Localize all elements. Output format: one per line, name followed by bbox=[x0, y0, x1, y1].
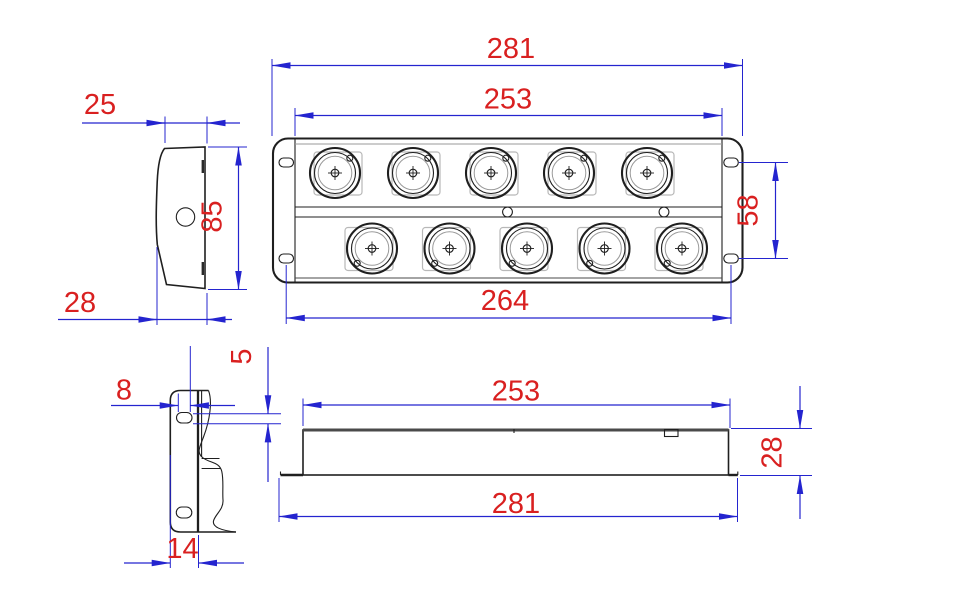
dim-label-front-inner-width: 253 bbox=[484, 84, 532, 116]
mounting-slot bbox=[723, 253, 739, 264]
bottom-tab bbox=[663, 428, 679, 438]
lamp-unit bbox=[653, 222, 709, 275]
dim-label-side-bottom-width: 28 bbox=[64, 287, 96, 319]
dim-label-bottom-height: 28 bbox=[757, 436, 789, 468]
mounting-slot bbox=[723, 157, 739, 168]
dim-front-slot-vertical-span: 58 bbox=[733, 162, 788, 259]
dim-side-bottom-width: 28 bbox=[58, 247, 232, 325]
dim-label-front-slot-span: 264 bbox=[481, 285, 529, 317]
lamp-unit bbox=[308, 146, 364, 200]
bracket-break-line bbox=[198, 390, 237, 533]
side-view: 25 85 28 bbox=[58, 89, 247, 325]
dim-front-slot-span: 264 bbox=[285, 265, 732, 324]
front-panel-outline bbox=[271, 137, 744, 284]
side-view-hole bbox=[175, 207, 196, 227]
dim-bracket-slot-height: 5 bbox=[193, 347, 281, 482]
edge-tick bbox=[201, 160, 204, 173]
lamp-unit bbox=[386, 146, 442, 200]
lamp-unit bbox=[620, 146, 676, 200]
dim-label-bracket-slot-length: 8 bbox=[116, 375, 132, 407]
dim-side-height: 85 bbox=[197, 146, 247, 290]
dim-label-front-slot-vertical-span: 58 bbox=[733, 194, 765, 226]
dim-label-front-overall-width: 281 bbox=[487, 33, 535, 65]
bracket-slot bbox=[175, 506, 193, 519]
lamp-unit bbox=[542, 146, 598, 200]
dim-label-side-height: 85 bbox=[197, 200, 229, 232]
front-view: 281 253 264 58 bbox=[271, 33, 788, 324]
dim-side-top-width: 25 bbox=[82, 89, 240, 144]
dim-label-bracket-slot-height: 5 bbox=[226, 348, 258, 364]
lamp-unit bbox=[576, 222, 631, 275]
dim-label-bottom-inner-width: 253 bbox=[492, 376, 540, 408]
dim-bottom-inner-width: 253 bbox=[302, 376, 731, 428]
dim-bottom-overall-width: 281 bbox=[278, 478, 738, 522]
dim-label-bracket-base-width: 14 bbox=[166, 533, 198, 565]
bracket-detail-view: 8 5 14 bbox=[111, 346, 281, 568]
dim-front-inner-width: 253 bbox=[294, 84, 723, 136]
dim-bracket-base-width: 14 bbox=[124, 455, 244, 568]
bracket-outline bbox=[169, 389, 236, 533]
edge-tick bbox=[201, 262, 204, 275]
lamp-unit bbox=[343, 222, 399, 275]
side-view-outline bbox=[155, 146, 206, 290]
bracket-slot bbox=[175, 411, 193, 424]
strip-screw-hole bbox=[502, 206, 513, 218]
mounting-slot bbox=[278, 253, 295, 264]
strip-screw-hole bbox=[658, 206, 670, 218]
bottom-view: 253 281 28 bbox=[278, 376, 812, 522]
dim-label-side-top-width: 25 bbox=[84, 89, 116, 121]
dim-bottom-height: 28 bbox=[731, 386, 812, 519]
dim-label-bottom-overall-width: 281 bbox=[492, 488, 540, 520]
lamp-unit bbox=[498, 222, 554, 275]
dim-bracket-slot-length: 8 bbox=[111, 346, 235, 412]
dim-front-overall-width: 281 bbox=[271, 33, 743, 136]
mounting-slot bbox=[278, 157, 295, 168]
lamp-unit bbox=[464, 146, 520, 200]
lamp-unit bbox=[421, 222, 476, 275]
